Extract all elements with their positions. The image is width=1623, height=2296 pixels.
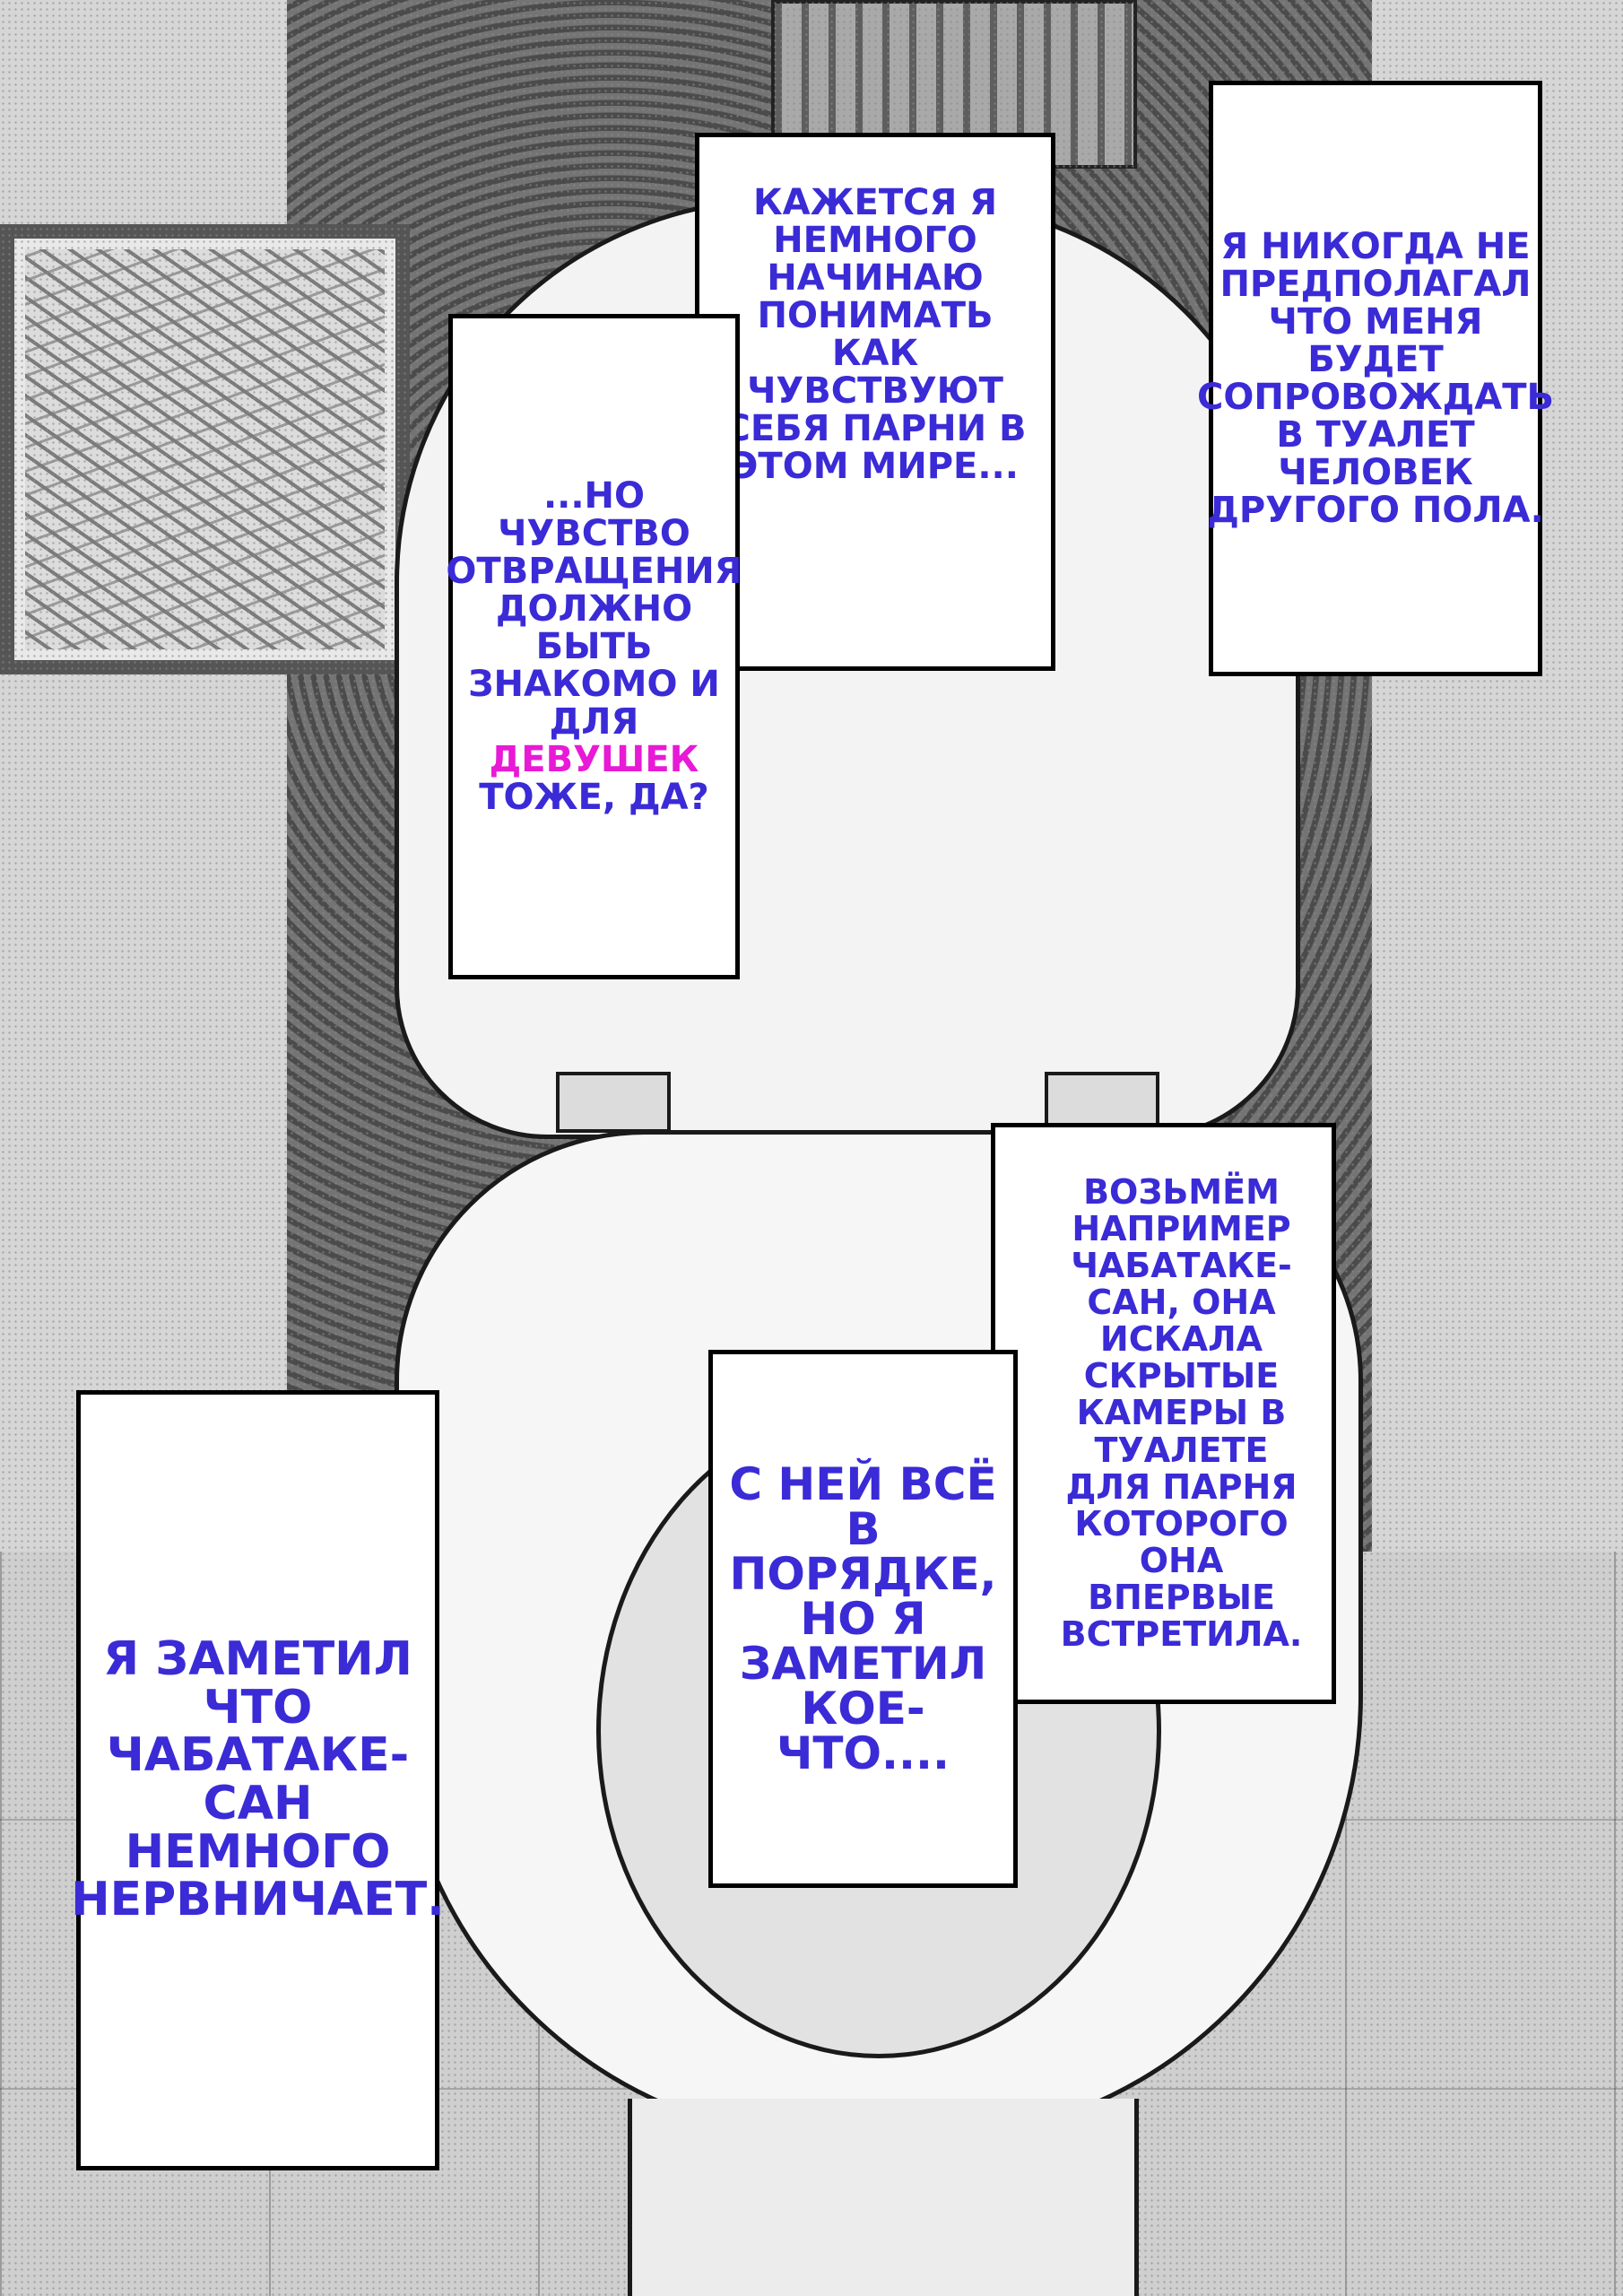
- caption-text-5: С ней всё в порядке, но я заметил кое-чт…: [729, 1458, 997, 1779]
- caption-text-4: Возьмём например Чабатаке-сан, она искал…: [1060, 1172, 1303, 1654]
- caption-text-2-highlight: девушек: [489, 739, 699, 780]
- caption-box-3: Я никогда не предполагал что меня будет …: [1197, 81, 1554, 676]
- caption-box-5: С ней всё в порядке, но я заметил кое-чт…: [708, 1350, 1018, 1888]
- caption-text-2-end: тоже, да?: [479, 777, 709, 818]
- caption-text-3: Я никогда не предполагал что меня будет …: [1197, 226, 1554, 531]
- caption-box-4: Возьмём например Чабатаке-сан, она искал…: [991, 1123, 1336, 1704]
- caption-box-2: ...но чувство отвращения должно быть зна…: [446, 314, 742, 979]
- caption-text-2-start: ...но чувство отвращения должно быть зна…: [446, 475, 742, 743]
- caption-text-2: ...но чувство отвращения должно быть зна…: [446, 477, 742, 816]
- toilet-hinge-left: [556, 1072, 671, 1133]
- caption-text-6: Я заметил что Чабатаке-сан немного нервн…: [71, 1632, 445, 1927]
- toilet-base: [628, 2099, 1139, 2296]
- caption-box-1: Кажется я немного начинаю понимать как ч…: [695, 133, 1055, 671]
- caption-box-6: Я заметил что Чабатаке-сан немного нервн…: [71, 1390, 445, 2170]
- caption-text-1: Кажется я немного начинаю понимать как ч…: [724, 182, 1027, 487]
